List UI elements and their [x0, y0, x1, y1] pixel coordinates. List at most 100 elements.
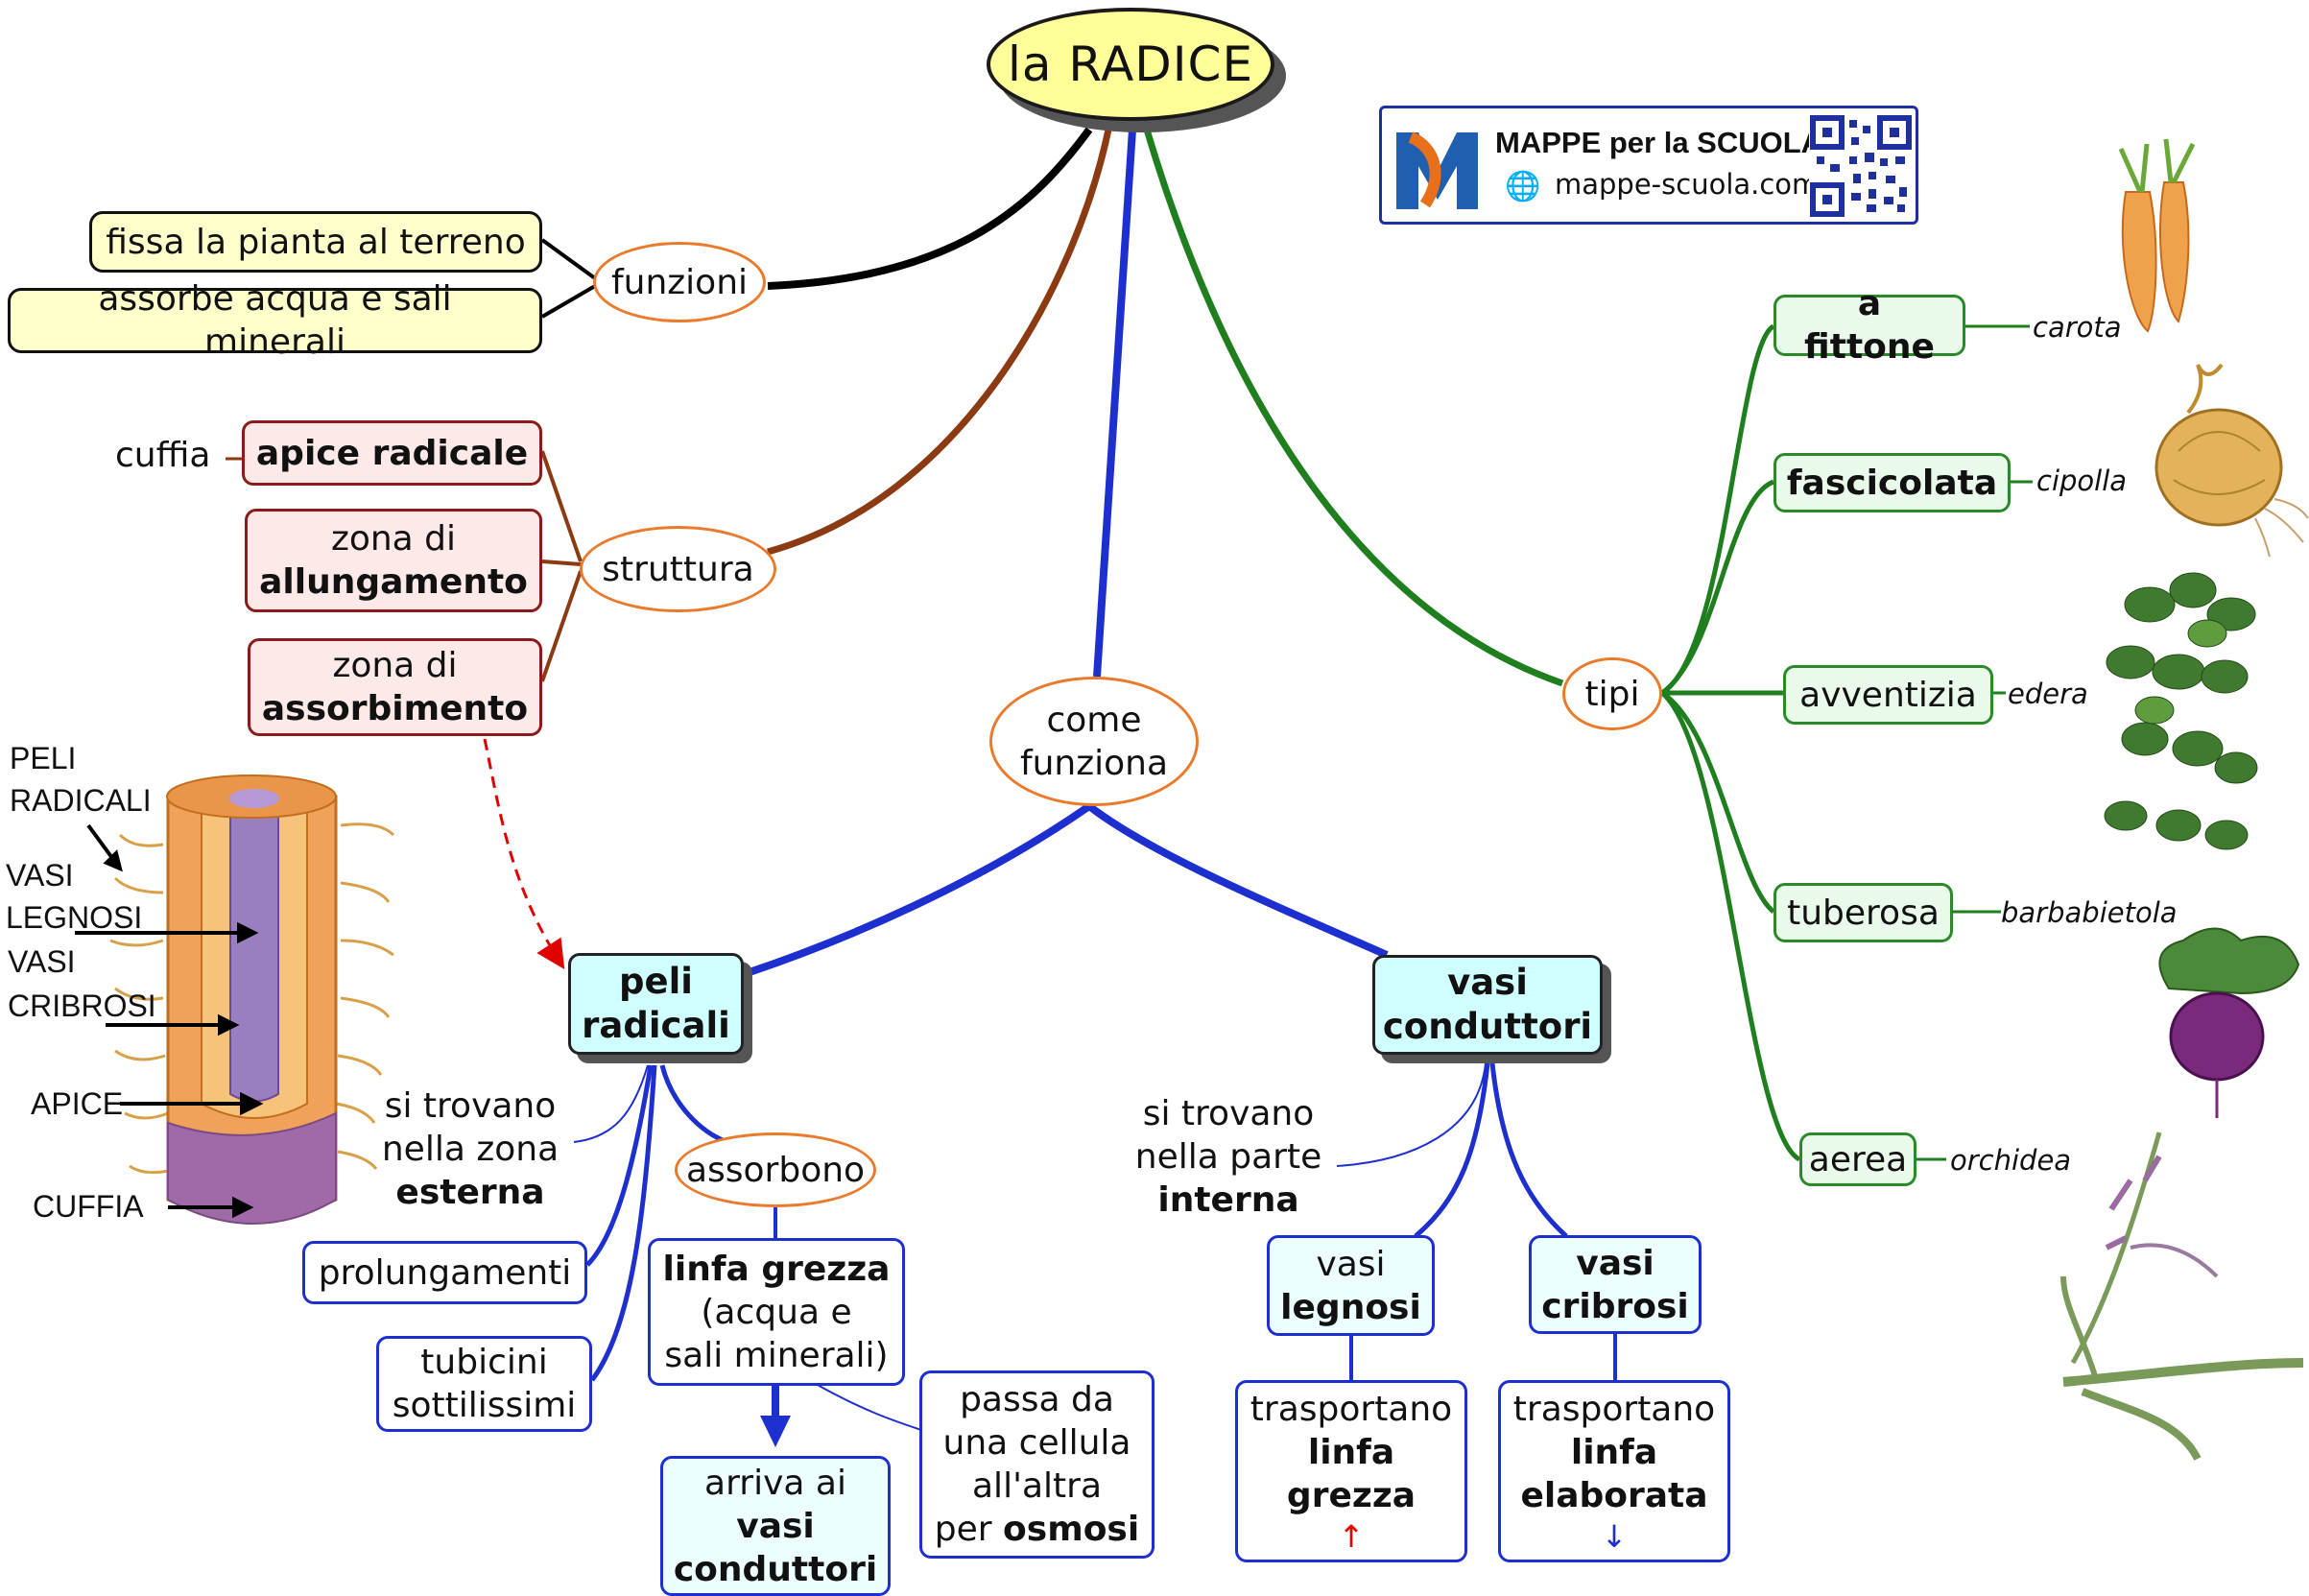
peli-title-line1: peli — [619, 960, 693, 1002]
linfa-grezza-line2: (acqua e — [701, 1292, 852, 1332]
esempio-carota: carota — [2033, 311, 2122, 344]
peli-prolungamenti-label: prolungamenti — [318, 1252, 572, 1293]
node-tipi[interactable]: tipi — [1562, 657, 1662, 730]
zona-assorbimento-line2: assorbimento — [261, 689, 529, 728]
passa-line2: una cellula — [942, 1423, 1131, 1463]
passa-line1: passa da — [960, 1380, 1114, 1419]
peli-tubicini[interactable]: tubicini sottilissimi — [376, 1336, 592, 1432]
zona-assorbimento[interactable]: zona di assorbimento — [248, 638, 542, 736]
trasp-legnosi-line3: grezza — [1286, 1475, 1416, 1515]
vasi-where-line1: si trovano — [1142, 1094, 1315, 1133]
trasp-cribrosi-line2: linfa — [1570, 1432, 1658, 1472]
illus-label-cuffia: CUFFIA — [33, 1189, 144, 1224]
node-come-funziona[interactable]: come funziona — [989, 677, 1199, 806]
vasi-cribrosi[interactable]: vasi cribrosi — [1529, 1235, 1702, 1334]
tipo-aerea[interactable]: aerea — [1799, 1132, 1916, 1186]
trasp-cribrosi-line3: elaborata — [1520, 1475, 1708, 1515]
vasi-where-line3: interna — [1157, 1180, 1299, 1220]
passa-line3: all'altra — [972, 1466, 1102, 1506]
funzione-fissa-label: fissa la pianta al terreno — [106, 222, 526, 262]
illus-label-peli: PELI — [10, 741, 77, 775]
tipo-avventizia-label: avventizia — [1799, 675, 1977, 715]
tipo-fittone-label: a fittone — [1804, 284, 1935, 367]
beetroot-icon — [2158, 927, 2300, 1118]
esempio-edera: edera — [2008, 678, 2088, 710]
node-assorbono[interactable]: assorbono — [675, 1132, 876, 1207]
linfa-grezza-box[interactable]: linfa grezza (acqua e sali minerali) — [648, 1238, 905, 1386]
qr-code-icon — [1809, 114, 1913, 218]
tipo-fascicolata[interactable]: fascicolata — [1773, 453, 2011, 512]
edge-title-come — [1093, 129, 1136, 678]
vasi-where-line2: nella parte — [1134, 1137, 1322, 1177]
passa-osmosi-box[interactable]: passa da una cellula all'altra per osmos… — [919, 1370, 1154, 1559]
vasi-legnosi[interactable]: vasi legnosi — [1267, 1235, 1435, 1336]
apice-radicale[interactable]: apice radicale — [242, 420, 542, 486]
trasp-cribrosi-line1: trasportano — [1512, 1389, 1716, 1429]
logo-site[interactable]: mappe-scuola.com — [1555, 168, 1820, 201]
esempio-cipolla: cipolla — [2036, 465, 2128, 497]
arriva-line1: arriva ai — [704, 1463, 846, 1503]
node-tipi-label: tipi — [1584, 674, 1640, 714]
esempio-orchidea: orchidea — [1950, 1144, 2072, 1177]
arrow-down-icon: ↓ — [1601, 1517, 1628, 1555]
node-peli-radicali[interactable]: peli radicali — [568, 953, 744, 1055]
cuffia-label: cuffia — [115, 436, 211, 475]
node-assorbono-label: assorbono — [685, 1150, 866, 1190]
vasi-title-line1: vasi — [1447, 961, 1528, 1003]
map-title-text: la RADICE — [1007, 36, 1254, 92]
node-come-line2: funziona — [1019, 743, 1169, 783]
trasporto-legnosi[interactable]: trasportano linfa grezza ↑ — [1235, 1380, 1467, 1562]
peli-where-line2: nella zona — [381, 1130, 559, 1169]
zona-allungamento-line2: allungamento — [259, 562, 528, 602]
globe-icon: 🌐 — [1505, 170, 1541, 203]
node-struttura-label: struttura — [602, 549, 754, 589]
vasi-cribrosi-line2: cribrosi — [1541, 1286, 1689, 1326]
edge-title-struttura — [767, 129, 1112, 556]
funzione-assorbe[interactable]: assorbe acqua e sali minerali — [8, 279, 542, 362]
peli-title-line2: radicali — [582, 1005, 730, 1046]
logo-banner[interactable]: MAPPE per la SCUOLA 🌐 mappe-scuola.com — [1379, 106, 1918, 225]
illus-label-cribrosi: CRIBROSI — [8, 989, 156, 1023]
illus-label-vasi-2: VASI — [8, 944, 76, 979]
tipo-fittone[interactable]: a fittone — [1773, 284, 1965, 367]
zona-allungamento[interactable]: zona di allungamento — [245, 509, 542, 612]
linfa-grezza-line1: linfa grezza — [662, 1249, 891, 1289]
tipo-tuberosa[interactable]: tuberosa — [1773, 883, 1953, 942]
node-struttura[interactable]: struttura — [580, 526, 776, 612]
funzione-fissa[interactable]: fissa la pianta al terreno — [89, 211, 542, 273]
illus-label-radicali: RADICALI — [10, 783, 152, 818]
arrow-up-icon: ↑ — [1338, 1517, 1365, 1555]
passa-osmosi: osmosi — [1003, 1510, 1140, 1549]
node-funzioni[interactable]: funzioni — [593, 242, 766, 322]
peli-where-line1: si trovano — [384, 1086, 557, 1126]
node-vasi-conduttori[interactable]: vasi conduttori — [1372, 955, 1603, 1055]
peli-tubicini-line2: sottilissimi — [392, 1386, 577, 1425]
carrot-icon — [2118, 138, 2196, 333]
illus-label-vasi-1: VASI — [6, 858, 74, 893]
arriva-line2: vasi — [736, 1506, 815, 1546]
edge-title-tipi — [1143, 128, 1564, 687]
illus-label-apice: APICE — [31, 1086, 124, 1121]
passa-per: per — [934, 1510, 1004, 1549]
trasp-legnosi-line2: linfa — [1307, 1432, 1395, 1472]
onion-icon — [2154, 363, 2309, 558]
arriva-vasi-box[interactable]: arriva ai vasi conduttori — [660, 1456, 891, 1596]
linfa-grezza-line3: sali minerali) — [664, 1335, 889, 1375]
tipo-fascicolata-label: fascicolata — [1786, 463, 1998, 503]
vasi-legnosi-line2: legnosi — [1280, 1287, 1421, 1327]
esempio-barbabietola: barbabietola — [2001, 896, 2178, 929]
peli-prolungamenti[interactable]: prolungamenti — [302, 1241, 587, 1304]
apice-radicale-label: apice radicale — [255, 433, 529, 473]
trasporto-cribrosi[interactable]: trasportano linfa elaborata ↓ — [1498, 1380, 1730, 1562]
node-funzioni-label: funzioni — [610, 262, 749, 302]
passa-line4: per osmosi — [935, 1508, 1139, 1551]
trasp-legnosi-line1: trasportano — [1250, 1389, 1453, 1429]
peli-tubicini-line1: tubicini — [420, 1343, 548, 1382]
zona-allungamento-line1: zona di — [330, 519, 457, 559]
vasi-cribrosi-line1: vasi — [1576, 1243, 1654, 1283]
zona-assorbimento-line1: zona di — [332, 646, 458, 685]
tipo-avventizia[interactable]: avventizia — [1783, 665, 1993, 725]
funzione-assorbe-label: assorbe acqua e sali minerali — [98, 279, 452, 362]
peli-where-line3: esterna — [395, 1173, 545, 1212]
ivy-icon — [2104, 572, 2258, 850]
